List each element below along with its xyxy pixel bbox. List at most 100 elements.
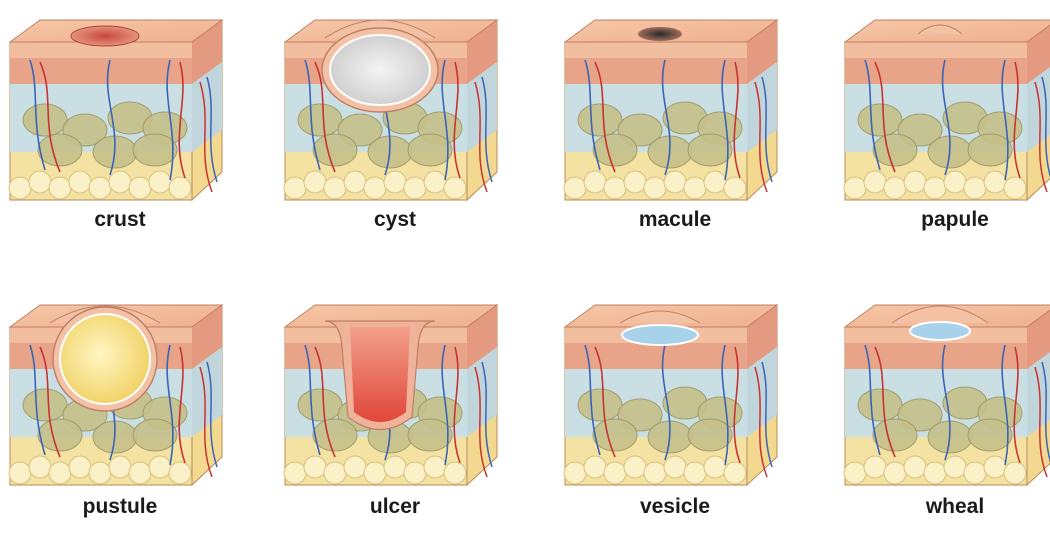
fat-cell [129, 462, 151, 484]
fat-cell [664, 456, 686, 478]
papule-label: papule [835, 208, 1050, 232]
fat-cell [9, 462, 31, 484]
cyst-label: cyst [275, 208, 515, 232]
fat-cell [704, 456, 726, 478]
cyst-contents [330, 35, 430, 105]
fat-cell [404, 462, 426, 484]
fat-cell [89, 462, 111, 484]
tissue-blob [38, 134, 82, 166]
fat-cell [724, 462, 746, 484]
lesion-panel-vesicle: vesicle [555, 285, 795, 535]
tissue-blob [968, 134, 1012, 166]
lesion-panel-cyst: cyst [275, 0, 515, 250]
ulcer-crater [350, 327, 410, 422]
fat-cell [844, 462, 866, 484]
fat-cell [904, 171, 926, 193]
wheal-label: wheal [835, 495, 1050, 519]
pustule-contents [60, 314, 150, 404]
fat-cell [1004, 462, 1026, 484]
macule-label: macule [555, 208, 795, 232]
tissue-blob [688, 134, 732, 166]
fat-cell [169, 177, 191, 199]
wheal-illustration [835, 285, 1050, 495]
tissue-blob [408, 419, 452, 451]
fat-cell [564, 462, 586, 484]
fat-cell [844, 177, 866, 199]
fat-cell [384, 456, 406, 478]
fat-cell [564, 177, 586, 199]
ulcer-label: ulcer [275, 495, 515, 519]
fat-cell [864, 456, 886, 478]
tissue-blob [38, 419, 82, 451]
fat-cell [109, 456, 131, 478]
fat-cell [644, 462, 666, 484]
fat-cell [284, 177, 306, 199]
lesion-panel-papule: papule [835, 0, 1050, 250]
fat-cell [584, 456, 606, 478]
lesion-panel-pustule: pustule [0, 285, 240, 535]
tissue-blob [313, 134, 357, 166]
tissue-blob [133, 134, 177, 166]
fat-cell [324, 462, 346, 484]
fat-cell [684, 462, 706, 484]
fat-cell [149, 456, 171, 478]
macule-mark [638, 27, 682, 41]
fat-cell [944, 456, 966, 478]
fat-cell [644, 177, 666, 199]
crust-label: crust [0, 208, 240, 232]
ulcer-illustration [275, 285, 515, 495]
fat-cell [129, 177, 151, 199]
tissue-blob [858, 104, 902, 136]
tissue-blob [578, 389, 622, 421]
lesion-panel-macule: macule [555, 0, 795, 250]
fat-cell [29, 456, 51, 478]
skin-lesion-diagram: crust cyst macule papule pustule ulcer v… [0, 0, 1050, 520]
tissue-blob [23, 389, 67, 421]
tissue-blob [298, 389, 342, 421]
fat-cell [89, 177, 111, 199]
fat-cell [29, 171, 51, 193]
fat-cell [424, 456, 446, 478]
fat-cell [704, 171, 726, 193]
fat-cell [284, 462, 306, 484]
tissue-blob [133, 419, 177, 451]
tissue-blob [23, 104, 67, 136]
wheal-fluid [910, 322, 970, 340]
fat-cell [304, 456, 326, 478]
fat-cell [984, 456, 1006, 478]
fat-cell [69, 171, 91, 193]
fat-cell [884, 462, 906, 484]
fat-cell [964, 177, 986, 199]
fat-cell [684, 177, 706, 199]
lesion-panel-wheal: wheal [835, 285, 1050, 535]
pustule-label: pustule [0, 495, 240, 519]
tissue-blob [593, 134, 637, 166]
fat-cell [664, 171, 686, 193]
tissue-blob [858, 389, 902, 421]
fat-cell [924, 177, 946, 199]
tissue-blob [968, 419, 1012, 451]
tissue-blob [578, 104, 622, 136]
fat-cell [344, 171, 366, 193]
crust-illustration [0, 0, 240, 210]
fat-cell [364, 177, 386, 199]
tissue-blob [593, 419, 637, 451]
vesicle-label: vesicle [555, 495, 795, 519]
fat-cell [444, 462, 466, 484]
fat-cell [49, 462, 71, 484]
fat-cell [324, 177, 346, 199]
stratum-layer [845, 42, 1027, 58]
fat-cell [724, 177, 746, 199]
fat-cell [984, 171, 1006, 193]
fat-cell [109, 171, 131, 193]
macule-illustration [555, 0, 795, 210]
lesion-panel-ulcer: ulcer [275, 285, 515, 535]
fat-cell [924, 462, 946, 484]
fat-cell [344, 456, 366, 478]
tissue-blob [408, 134, 452, 166]
lesion-panel-crust: crust [0, 0, 240, 250]
papule-illustration [835, 0, 1050, 210]
fat-cell [884, 177, 906, 199]
fat-cell [904, 456, 926, 478]
stratum-layer [565, 42, 747, 58]
